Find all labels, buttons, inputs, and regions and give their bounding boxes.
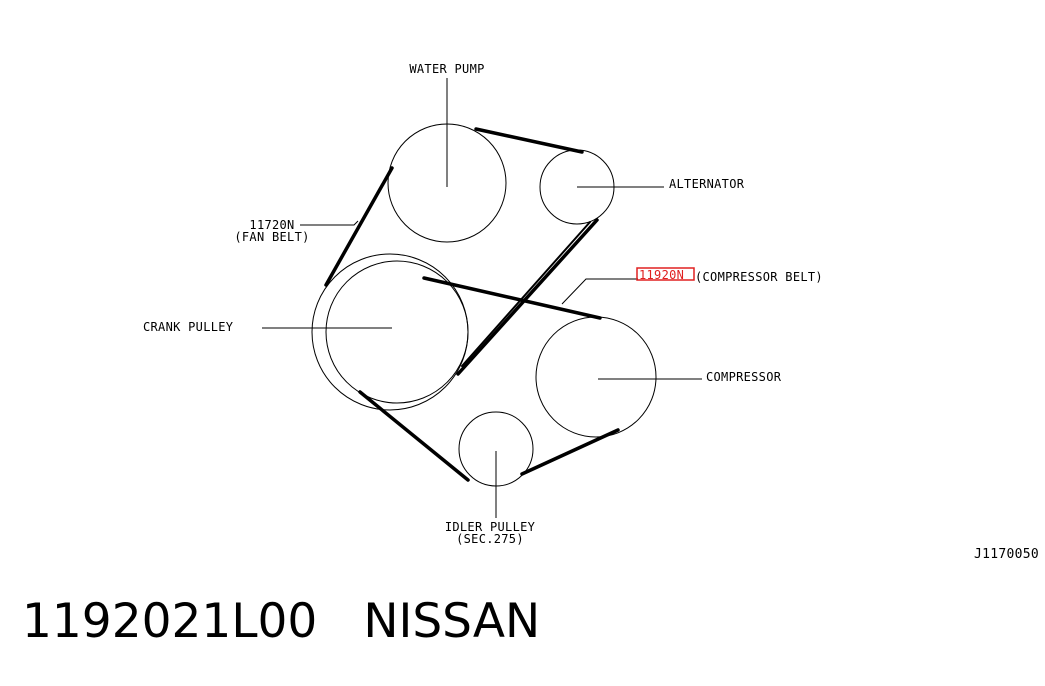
compressor-belt-code-label: 11920N bbox=[639, 268, 684, 282]
compressor-belt-lower-left-strand bbox=[358, 390, 470, 482]
belt-routing-diagram: WATER PUMP ALTERNATOR 11720N (FAN BELT) … bbox=[143, 62, 1039, 562]
compressor-belt-lower-right-strand bbox=[520, 428, 620, 476]
water-pump-label: WATER PUMP bbox=[409, 62, 484, 76]
compressor-pulley bbox=[535, 316, 657, 438]
idler-ref-label: (SEC.275) bbox=[456, 532, 524, 546]
compressor-belt-leader bbox=[561, 278, 638, 305]
fan-belt-name-label: (FAN BELT) bbox=[234, 230, 309, 244]
highlight-box bbox=[636, 267, 695, 281]
compressor-belt bbox=[358, 221, 620, 482]
fan-belt-top-strand bbox=[474, 127, 584, 154]
alternator-label: ALTERNATOR bbox=[669, 177, 745, 191]
brand-name: NISSAN bbox=[363, 594, 541, 649]
idler-pulley-label: IDLER PULLEY bbox=[445, 520, 536, 534]
fan-belt-code-label: 11720N bbox=[249, 218, 294, 232]
compressor-belt-inner-strand bbox=[461, 221, 591, 367]
crank-pulley-label: CRANK PULLEY bbox=[143, 320, 234, 334]
part-number: 1192021L00 bbox=[22, 594, 318, 649]
fan-belt-right-strand bbox=[456, 218, 599, 376]
drawing-id-label: J1170050 bbox=[974, 547, 1039, 562]
fan-belt-leader bbox=[300, 220, 359, 226]
compressor-label: COMPRESSOR bbox=[706, 370, 782, 384]
fan-belt bbox=[324, 127, 599, 376]
fan-belt-left-strand bbox=[324, 166, 394, 287]
crank-pulley-outer bbox=[311, 253, 469, 411]
compressor-belt-name-label: (COMPRESSOR BELT) bbox=[695, 270, 823, 284]
compressor-belt-top-strand bbox=[422, 276, 602, 320]
crank-pulley-inner bbox=[325, 260, 469, 404]
